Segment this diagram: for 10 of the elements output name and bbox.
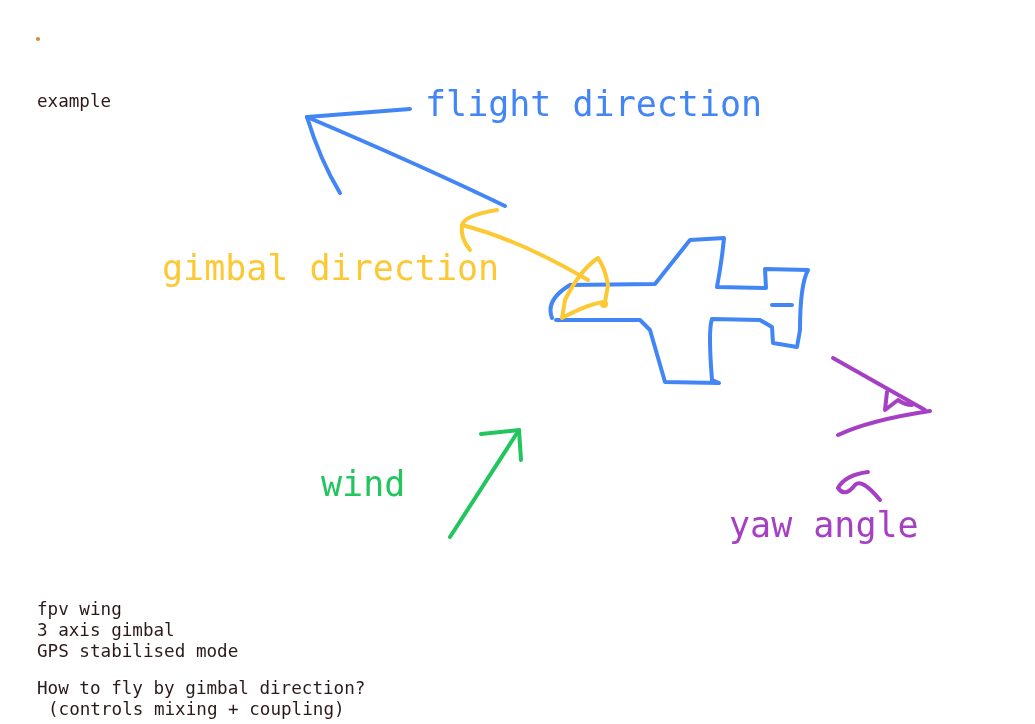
annotation-label: gimbal direction <box>162 248 500 289</box>
note-text: example <box>37 91 112 112</box>
note-text: fpv wing <box>37 599 122 620</box>
annotation-label: flight direction <box>425 84 763 125</box>
annotation-label: yaw angle <box>729 505 919 546</box>
note-text: How to fly by gimbal direction? <box>37 678 366 699</box>
note-text: 3 axis gimbal <box>37 620 175 641</box>
annotation-label: wind <box>321 464 406 505</box>
note-text: (controls mixing + coupling) <box>48 699 345 720</box>
note-text: GPS stabilised mode <box>37 641 239 662</box>
